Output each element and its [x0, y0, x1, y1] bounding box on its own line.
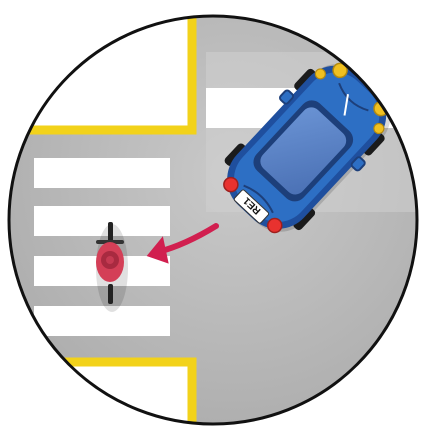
bike-front-wheel — [108, 222, 113, 242]
sidewalk-top-left — [0, 0, 190, 130]
bike-rear-wheel — [108, 284, 113, 304]
sidewalk-bottom-left — [0, 362, 190, 435]
crossing-stripe — [34, 158, 170, 188]
crossing-stripe — [34, 306, 170, 336]
crossing-stripe — [34, 206, 170, 236]
